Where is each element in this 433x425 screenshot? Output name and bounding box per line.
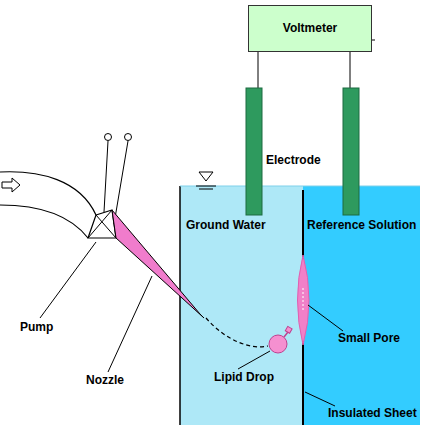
leader-line [305,392,335,406]
leader-line [238,351,270,369]
lipid-drop [285,326,292,333]
ground-water-region: Ground Water [180,186,303,425]
leader-line [308,305,343,331]
terminal [372,40,375,41]
part-label: Nozzle [86,373,124,387]
node-text: Ground Water [186,218,303,232]
wire [258,52,259,88]
electrode [246,88,262,215]
water-surface [180,186,420,187]
ground-water-fill [180,186,303,425]
water-level-symbol [199,172,213,181]
leader-line [108,276,152,372]
lipid-drop [269,335,287,353]
part-label: Insulated Sheet [328,406,417,420]
part-label: Lipid Drop [214,370,274,384]
water-level-symbol [199,189,213,190]
water-level-symbol [196,186,216,187]
terminal [125,134,132,141]
part-label: Pump [20,320,53,334]
voltmeter-box: Voltmeter [248,5,372,52]
pore-gap [303,288,304,312]
control-wire [104,141,108,212]
pump [88,210,116,238]
trajectory [206,318,268,347]
reference-solution-fill [303,186,420,425]
small-pore [298,255,310,345]
leader-line [40,242,96,318]
hose [0,172,96,215]
pump [88,210,112,238]
tank-wall [179,186,181,425]
node-text: Voltmeter [249,21,371,35]
hose [0,205,88,238]
terminal [105,134,112,141]
part-label: Electrode [266,153,321,167]
electrode [343,88,359,215]
control-wire [114,141,128,224]
reference-solution-region: Reference Solution [303,186,420,425]
part-label: Small Pore [338,331,400,345]
lipid-drop [284,332,288,337]
inflow-arrow [2,178,20,192]
wire [350,52,351,88]
node-text: Reference Solution [307,218,420,232]
